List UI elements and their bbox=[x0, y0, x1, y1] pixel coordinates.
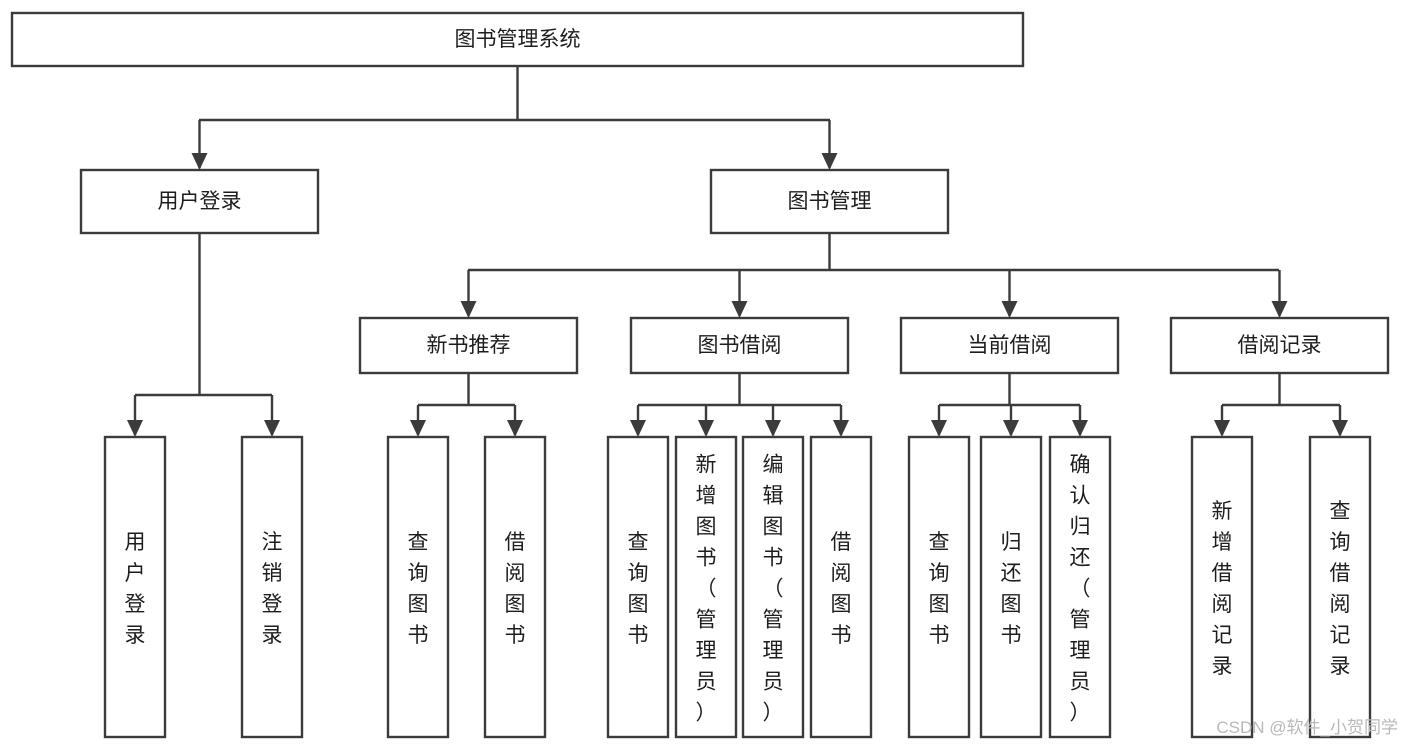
arrow-head-icon bbox=[1001, 301, 1018, 318]
csdn-watermark: CSDN @软件_小贺同学 bbox=[1216, 718, 1398, 737]
node-box-new-book-recommend[interactable] bbox=[358, 316, 579, 375]
arrow-head-icon bbox=[821, 153, 838, 170]
node-label-leaf-return-book: 归还图书 bbox=[1001, 531, 1022, 647]
node-label-root: 图书管理系统 bbox=[455, 28, 581, 51]
node-box-leaf-edit-book[interactable] bbox=[741, 435, 805, 739]
arrow-head-icon bbox=[1271, 301, 1288, 318]
node-box-borrow-record[interactable] bbox=[1169, 316, 1390, 375]
node-book-borrow[interactable]: 图书借阅 bbox=[629, 316, 850, 375]
connector-group-user-login bbox=[127, 233, 280, 437]
arrow-head-icon bbox=[1214, 420, 1230, 437]
arrow-head-icon bbox=[191, 153, 208, 170]
arrow-head-icon bbox=[264, 420, 280, 437]
node-label-borrow-record: 借阅记录 bbox=[1238, 334, 1322, 357]
arrow-head-icon bbox=[127, 420, 143, 437]
node-leaf-query-book-recommend[interactable]: 查询图书 bbox=[386, 435, 450, 739]
connector-group-book-borrow bbox=[630, 373, 849, 437]
node-user-login[interactable]: 用户登录 bbox=[79, 168, 320, 235]
node-leaf-query-borrow-record[interactable]: 查询借阅记录 bbox=[1308, 435, 1372, 739]
arrow-head-icon bbox=[410, 420, 426, 437]
node-box-leaf-query-borrow-record[interactable] bbox=[1308, 435, 1372, 739]
connector-group-new-book-recommend bbox=[410, 373, 523, 437]
node-label-book-borrow: 图书借阅 bbox=[698, 334, 782, 357]
node-label-leaf-edit-book: 编辑图书（管理员） bbox=[763, 454, 784, 725]
node-book-manage[interactable]: 图书管理 bbox=[709, 168, 950, 235]
node-label-leaf-query-book-borrow: 查询图书 bbox=[628, 531, 649, 647]
node-label-leaf-query-book-recommend: 查询图书 bbox=[408, 531, 429, 647]
node-leaf-return-book[interactable]: 归还图书 bbox=[979, 435, 1043, 739]
node-leaf-user-login[interactable]: 用户登录 bbox=[103, 435, 167, 739]
connector-group-borrow-record bbox=[1214, 373, 1348, 437]
node-label-leaf-confirm-return: 确认归还（管理员） bbox=[1070, 454, 1091, 725]
node-box-user-login[interactable] bbox=[79, 168, 320, 235]
node-leaf-add-borrow-record[interactable]: 新增借阅记录 bbox=[1190, 435, 1254, 739]
node-new-book-recommend[interactable]: 新书推荐 bbox=[358, 316, 579, 375]
node-box-leaf-confirm-return[interactable] bbox=[1048, 435, 1112, 739]
node-label-current-borrow: 当前借阅 bbox=[968, 334, 1052, 357]
node-box-leaf-borrow-book-recommend[interactable] bbox=[483, 435, 547, 739]
arrow-head-icon bbox=[1003, 420, 1019, 437]
node-leaf-user-logout[interactable]: 注销登录 bbox=[240, 435, 304, 739]
arrow-head-icon bbox=[630, 420, 646, 437]
node-box-leaf-return-book[interactable] bbox=[979, 435, 1043, 739]
connector-group-book-manage bbox=[460, 233, 1288, 318]
node-leaf-query-book-current[interactable]: 查询图书 bbox=[907, 435, 971, 739]
node-label-user-login: 用户登录 bbox=[158, 190, 242, 213]
node-box-leaf-query-book-recommend[interactable] bbox=[386, 435, 450, 739]
node-box-leaf-add-borrow-record[interactable] bbox=[1190, 435, 1254, 739]
node-layer: 图书管理系统用户登录图书管理新书推荐图书借阅当前借阅借阅记录用户登录注销登录查询… bbox=[10, 11, 1390, 739]
node-box-leaf-add-book[interactable] bbox=[674, 435, 738, 739]
node-label-leaf-borrow-book: 借阅图书 bbox=[831, 531, 852, 647]
node-box-book-borrow[interactable] bbox=[629, 316, 850, 375]
connector-group-current-borrow bbox=[931, 373, 1088, 437]
node-borrow-record[interactable]: 借阅记录 bbox=[1169, 316, 1390, 375]
node-label-leaf-query-borrow-record: 查询借阅记录 bbox=[1330, 500, 1351, 678]
node-leaf-add-book[interactable]: 新增图书（管理员） bbox=[674, 435, 738, 739]
node-label-leaf-query-book-current: 查询图书 bbox=[929, 531, 950, 647]
node-label-book-manage: 图书管理 bbox=[788, 190, 872, 213]
connector-group-root bbox=[191, 66, 838, 170]
node-box-leaf-user-logout[interactable] bbox=[240, 435, 304, 739]
node-box-root[interactable] bbox=[10, 11, 1025, 68]
node-box-leaf-query-book-current[interactable] bbox=[907, 435, 971, 739]
node-label-leaf-add-borrow-record: 新增借阅记录 bbox=[1212, 500, 1233, 678]
node-box-leaf-borrow-book[interactable] bbox=[809, 435, 873, 739]
arrow-head-icon bbox=[1072, 420, 1088, 437]
node-box-book-manage[interactable] bbox=[709, 168, 950, 235]
node-box-leaf-query-book-borrow[interactable] bbox=[606, 435, 670, 739]
node-label-leaf-borrow-book-recommend: 借阅图书 bbox=[505, 531, 526, 647]
node-box-leaf-user-login[interactable] bbox=[103, 435, 167, 739]
arrow-head-icon bbox=[765, 420, 781, 437]
node-root[interactable]: 图书管理系统 bbox=[10, 11, 1025, 68]
arrow-head-icon bbox=[698, 420, 714, 437]
node-leaf-query-book-borrow[interactable]: 查询图书 bbox=[606, 435, 670, 739]
connector-layer bbox=[127, 66, 1348, 437]
node-label-leaf-add-book: 新增图书（管理员） bbox=[696, 454, 717, 725]
node-current-borrow[interactable]: 当前借阅 bbox=[899, 316, 1120, 375]
arrow-head-icon bbox=[1332, 420, 1348, 437]
node-leaf-borrow-book[interactable]: 借阅图书 bbox=[809, 435, 873, 739]
arrow-head-icon bbox=[507, 420, 523, 437]
arrow-head-icon bbox=[833, 420, 849, 437]
node-label-leaf-user-logout: 注销登录 bbox=[262, 531, 283, 647]
node-leaf-borrow-book-recommend[interactable]: 借阅图书 bbox=[483, 435, 547, 739]
arrow-head-icon bbox=[731, 301, 748, 318]
node-box-current-borrow[interactable] bbox=[899, 316, 1120, 375]
node-label-new-book-recommend: 新书推荐 bbox=[427, 334, 511, 357]
node-label-leaf-user-login: 用户登录 bbox=[125, 531, 146, 647]
node-leaf-confirm-return[interactable]: 确认归还（管理员） bbox=[1048, 435, 1112, 739]
arrow-head-icon bbox=[460, 301, 477, 318]
node-leaf-edit-book[interactable]: 编辑图书（管理员） bbox=[741, 435, 805, 739]
arrow-head-icon bbox=[931, 420, 947, 437]
